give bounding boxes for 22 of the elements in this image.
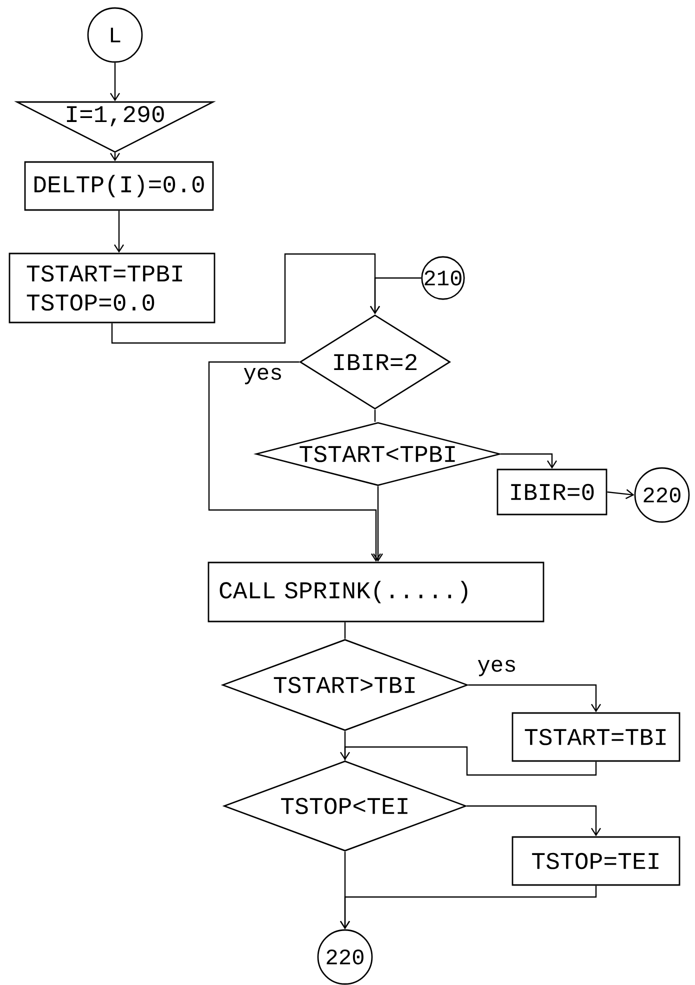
arrow	[114, 210, 124, 253]
arrow	[607, 489, 634, 500]
arrow	[370, 277, 422, 314]
arrow	[373, 486, 383, 562]
arrow	[340, 746, 597, 776]
arrow	[468, 684, 601, 712]
edge-label: yes	[242, 366, 284, 386]
process-box: TSTOP=TEI	[512, 836, 680, 886]
arrow	[340, 852, 350, 930]
flow-line	[374, 410, 376, 422]
flow-line	[344, 731, 346, 760]
process-box: TSTART=TPBI TSTOP=0.0	[8, 252, 216, 324]
process-box: IBIR=0	[496, 468, 608, 516]
edge-label: yes	[476, 658, 518, 678]
arrow	[500, 453, 557, 469]
flow-line	[344, 622, 346, 639]
process-box: CALL SPRINK(.....)	[208, 562, 544, 622]
process-box: DELTP(I)=0.0	[24, 161, 214, 211]
arrow	[208, 361, 381, 562]
arrow	[110, 62, 120, 102]
arrow	[466, 805, 601, 836]
process-box: TSTART=TBI	[512, 712, 680, 762]
